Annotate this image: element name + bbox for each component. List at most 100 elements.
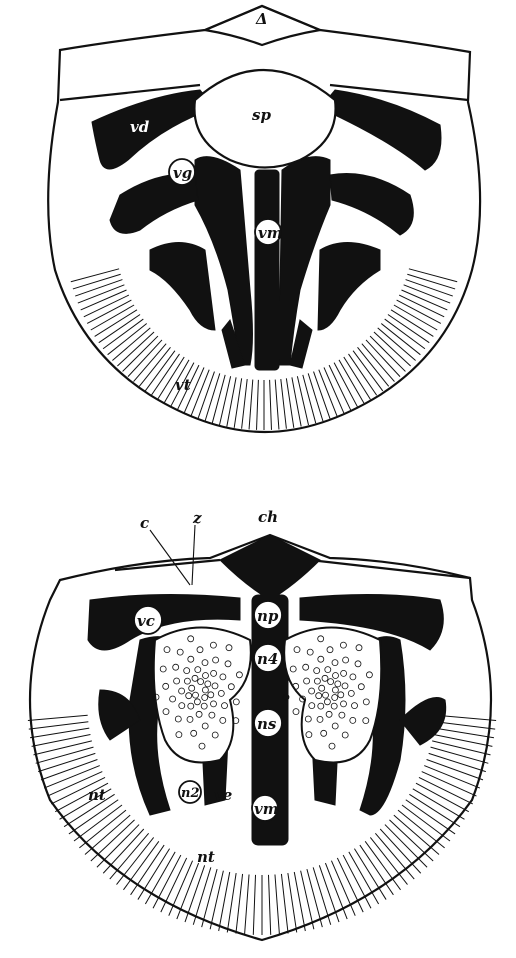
costa-line [69,800,118,834]
costa-line [97,825,139,868]
bottom-label-ns: ns [257,715,277,733]
costa-line [123,841,158,889]
bottom-label-n2: n2 [181,786,200,801]
bottom-leader-lines [150,525,195,585]
costa-line [79,810,126,848]
costa-line [406,800,455,834]
costa-line [381,324,420,355]
top-label-delta: Δ [255,10,268,28]
costa-line [281,874,288,934]
costa-line [131,845,165,895]
costa-line [112,328,150,361]
costa-line [99,314,140,342]
costa-line [286,378,293,427]
costa-line [103,319,143,349]
costa-line [394,305,437,330]
costa-line [108,324,147,355]
costa-line [385,825,427,868]
costa-line [245,875,249,935]
costa-line [339,360,364,403]
costa-line [370,837,407,884]
costa-line [314,372,331,419]
costa-line [249,380,253,430]
costa-line [128,340,162,377]
costa-line [313,867,331,924]
costa-line [307,869,322,927]
bottom-label-nt-left: nt [88,786,106,804]
costa-line [353,351,383,391]
bottom-label-ch: ch [258,508,278,526]
costa-line [308,373,323,421]
costa-line [103,829,144,873]
costa-line [374,332,411,366]
costa-line [409,269,457,282]
costa-line [362,344,395,382]
costa-line [33,741,91,755]
costa-line [110,833,149,879]
costa-line [301,871,314,930]
costa-line [348,354,376,395]
costa-line [198,372,215,419]
costa-line [365,841,400,889]
costa-line [145,351,175,391]
costa-line [202,869,217,927]
costa-line [303,375,316,423]
costa-line [234,378,241,427]
costa-line [407,274,455,289]
costa-line [281,379,287,429]
costa-line [394,815,439,854]
costa-line [28,715,88,720]
costa-line [288,873,297,932]
costa-line [409,794,460,826]
gonad-granule [293,709,299,715]
costa-line [74,805,122,841]
bottom-label-ve: ve [214,786,232,804]
costa-line [91,820,135,861]
costa-line [242,379,248,429]
costa-line [73,274,121,289]
costa-line [385,319,425,349]
costa-line [270,380,272,430]
costa-line [275,380,279,430]
costa-line [358,347,389,386]
bottom-label-nt-bottom: nt [197,848,215,866]
bottom-figure: c z ch np vc n4 ns nt n2 ve vm nt [28,508,496,940]
costa-line [432,741,490,755]
costa-line [236,874,243,934]
costa-line [210,871,223,930]
costa-line [354,849,386,900]
costa-line [380,829,421,873]
costa-line [95,310,137,337]
bottom-label-c: c [140,514,149,532]
costa-line [139,347,170,386]
bottom-label-vm: vm [254,800,279,818]
costa-line [257,380,259,430]
costa-line [416,783,469,812]
bottom-label-z: z [192,509,202,527]
costa-line [429,753,486,771]
costa-line [38,753,95,771]
costa-line [391,310,433,337]
costa-line [275,875,279,935]
top-label-vt: vt [175,376,191,394]
costa-line [436,722,496,729]
costa-line [123,336,158,371]
top-label-vd: vd [130,118,150,136]
costa-line [253,875,255,935]
costa-line [138,849,170,900]
costa-line [117,332,154,366]
costa-line [360,845,394,895]
costa-line [71,269,119,282]
costa-line [205,373,220,421]
costa-line [398,810,445,848]
top-label-vm: vm [258,224,283,242]
costa-line [145,852,175,904]
costa-line [193,867,211,924]
costa-line [370,336,405,371]
costa-line [117,837,154,884]
costa-line [36,747,94,763]
bottom-label-vc: vc [137,612,155,630]
costa-line [389,820,433,861]
costa-line [29,722,89,729]
